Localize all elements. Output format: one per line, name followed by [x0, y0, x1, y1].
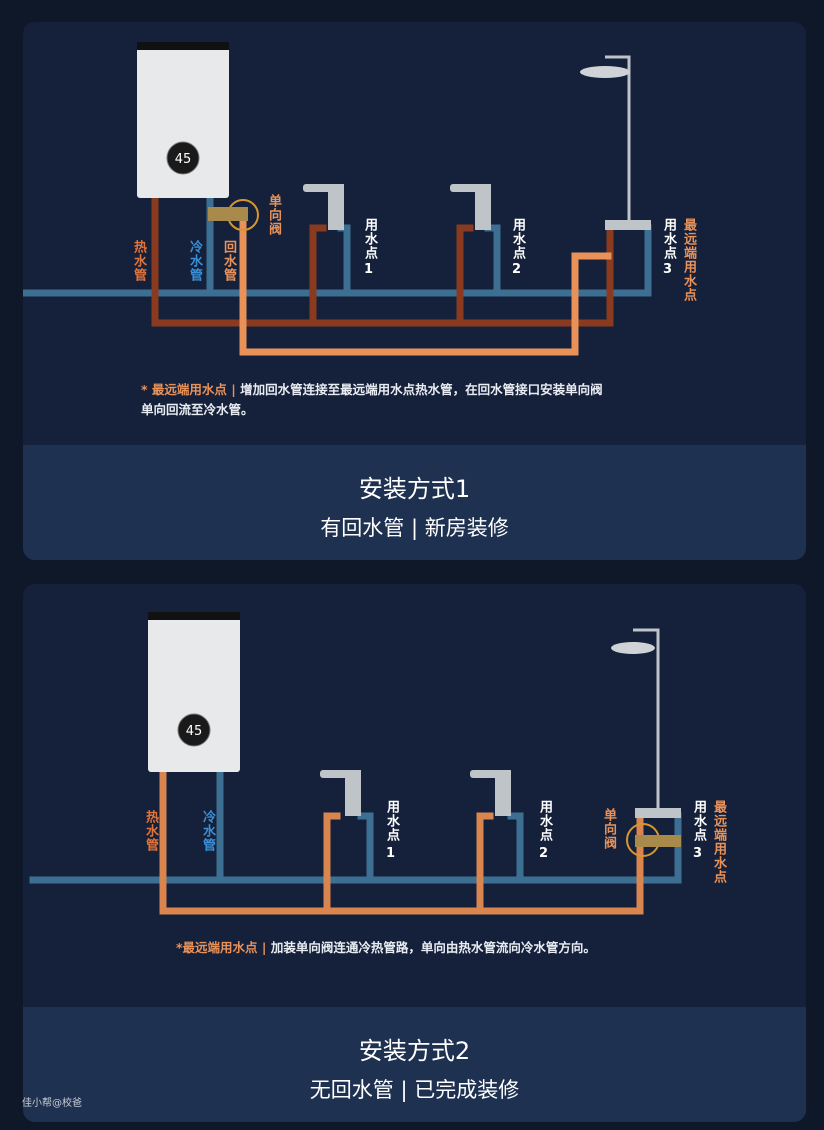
- method-title: 安装方式1: [358, 475, 471, 503]
- cold-pipe: [29, 812, 682, 884]
- check-valve-label: 单向阀: [601, 808, 616, 850]
- hot-branch-2: [456, 224, 474, 327]
- cold-branch-2: [484, 224, 501, 297]
- faucet-2-icon: [450, 184, 491, 230]
- piping-diagram-1: 45: [23, 42, 652, 356]
- point-2-label: 用水点: [537, 800, 552, 842]
- cold-branch-1: [357, 812, 374, 884]
- point-3-label: 用水点: [691, 800, 706, 842]
- installation-method-2-panel: 45 热水管 冷水管 单向阀 用水点 1 用水点 2 用水点 3 最远端用水点 …: [23, 584, 806, 1122]
- faucet-2-icon: [470, 770, 511, 816]
- farthest-point-label: 最远端用水点: [711, 800, 726, 884]
- point-2-number: 2: [512, 262, 522, 277]
- watermark: 佳小帮@校爸: [22, 1098, 82, 1109]
- water-heater: [137, 42, 229, 198]
- note-highlight: *最远端用水点 |: [176, 940, 267, 955]
- point-1-label: 用水点: [384, 800, 399, 842]
- faucet-1-icon: [303, 184, 344, 230]
- valve-fitting: [208, 207, 248, 221]
- note-text: 增加回水管连接至最远端用水点热水管，在回水管接口安装单向阀: [235, 382, 603, 397]
- shower-icon: [611, 628, 681, 818]
- note-2: *最远端用水点 | 加装单向阀连通冷热管路，单向由热水管流向冷水管方向。: [176, 938, 596, 958]
- hot-pipe-label: 热水管: [143, 810, 158, 852]
- hot-branch-1: [309, 224, 327, 327]
- point-3-label: 用水点: [661, 218, 676, 260]
- valve-fitting: [635, 835, 681, 847]
- point-2-number: 2: [539, 846, 549, 861]
- farthest-point-label: 最远端用水点: [681, 218, 696, 302]
- cold-pipe: [23, 224, 652, 297]
- point-3-number: 3: [663, 262, 673, 277]
- heater-display: 45: [186, 724, 203, 739]
- method-subtitle: 无回水管 | 已完成装修: [309, 1078, 520, 1102]
- note-1: * 最远端用水点 | 增加回水管连接至最远端用水点热水管，在回水管接口安装单向阀…: [141, 380, 603, 420]
- point-1-label: 用水点: [362, 218, 377, 260]
- point-3-number: 3: [693, 846, 703, 861]
- check-valve-label: 单向阀: [266, 194, 281, 236]
- hot-branch-2: [476, 812, 494, 915]
- note-highlight: * 最远端用水点 |: [141, 382, 236, 397]
- cold-branch-1: [337, 224, 351, 297]
- heater-display: 45: [175, 152, 192, 167]
- cold-pipe-label: 冷水管: [187, 240, 202, 282]
- faucet-1-icon: [320, 770, 361, 816]
- point-2-label: 用水点: [510, 218, 525, 260]
- note-text: 加装单向阀连通冷热管路，单向由热水管流向冷水管方向。: [266, 940, 596, 955]
- method-title: 安装方式2: [358, 1037, 471, 1065]
- hot-branch-1: [323, 812, 341, 915]
- piping-diagram-2: 45: [29, 612, 682, 915]
- point-1-number: 1: [386, 846, 396, 861]
- return-pipe: [239, 213, 612, 356]
- cold-branch-2: [507, 812, 524, 884]
- note-line2: 单向回流至冷水管。: [141, 402, 254, 417]
- hot-pipe: [151, 193, 614, 327]
- point-1-number: 1: [364, 262, 374, 277]
- caption-band-1: 安装方式1 有回水管 | 新房装修: [23, 445, 806, 560]
- hot-pipe: [159, 770, 644, 915]
- method-subtitle: 有回水管 | 新房装修: [320, 516, 509, 540]
- shower-icon: [580, 55, 651, 230]
- hot-pipe-label: 热水管: [131, 240, 146, 282]
- caption-band-2: 安装方式2 无回水管 | 已完成装修: [23, 1007, 806, 1122]
- installation-method-1-panel: 45 热水管 冷水管 回水管 单向阀 用水点 1 用水点 2 用水点 3 最远端…: [23, 22, 806, 560]
- cold-pipe-label: 冷水管: [200, 810, 215, 852]
- water-heater: [148, 612, 240, 772]
- return-pipe-label: 回水管: [221, 240, 236, 282]
